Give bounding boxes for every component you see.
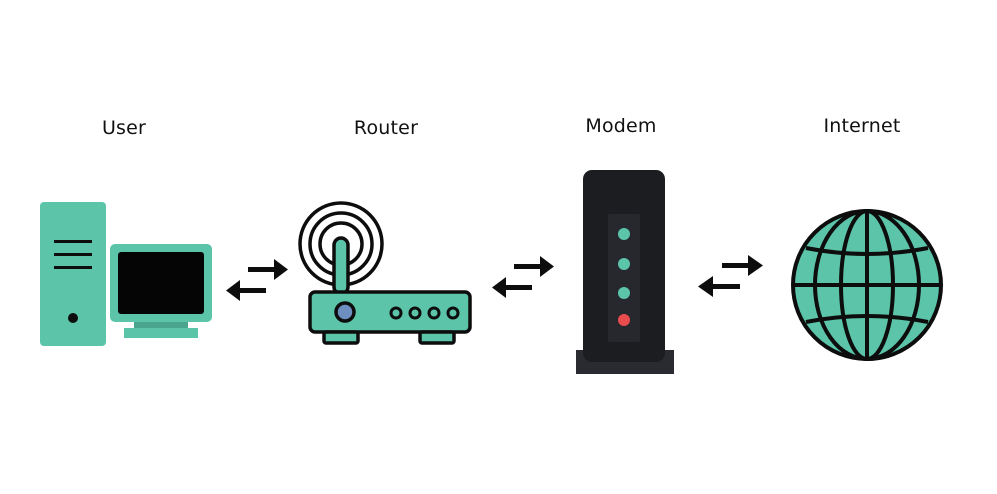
bidirectional-arrows-icon (226, 259, 288, 301)
label-internet: Internet (823, 115, 901, 137)
desktop-computer-icon (40, 202, 212, 346)
label-user: User (101, 117, 147, 139)
globe-icon (791, 209, 943, 361)
bidirectional-arrows-icon (698, 255, 763, 297)
modem-icon (576, 170, 674, 374)
label-modem: Modem (585, 115, 657, 137)
wifi-router-icon (298, 201, 472, 345)
bidirectional-arrows-icon (492, 256, 554, 298)
label-router: Router (353, 117, 419, 139)
